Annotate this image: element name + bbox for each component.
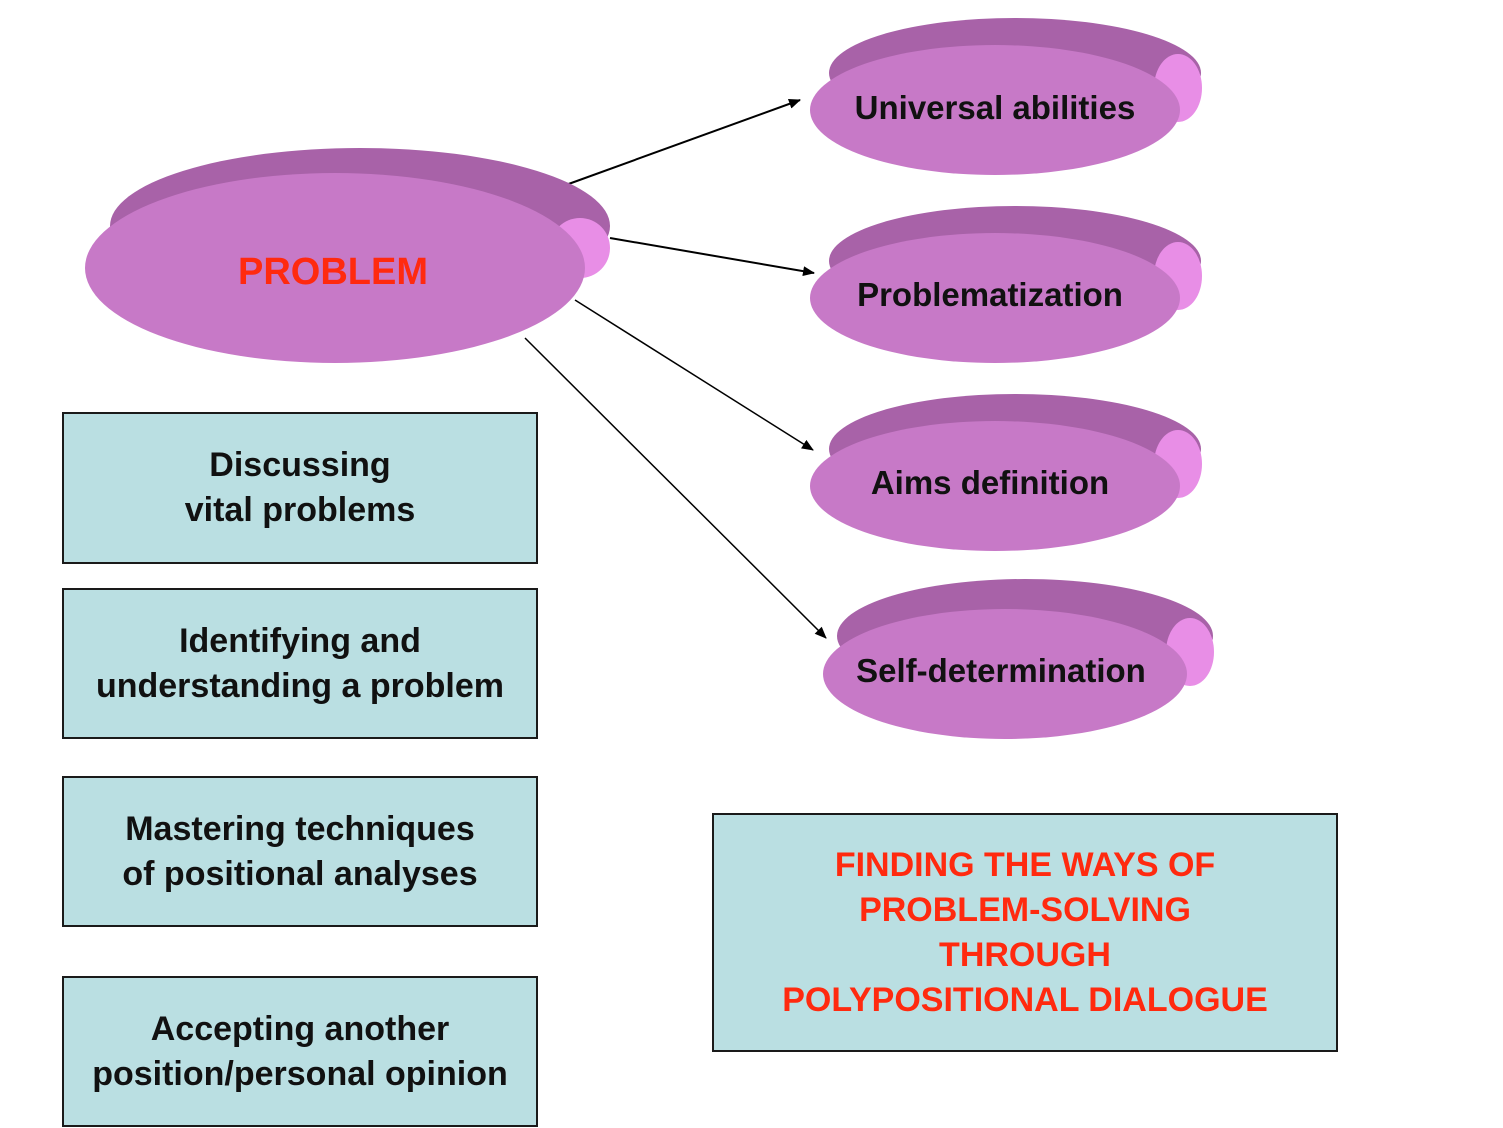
activity-box-discussing: Discussing vital problems xyxy=(62,412,538,564)
activity-line: vital problems xyxy=(184,491,416,529)
outcome-disk-self-determination: Self-determination xyxy=(823,579,1214,739)
arrow-to-universal-abilities xyxy=(562,99,801,187)
activity-line: Discussing xyxy=(209,446,391,484)
goal-line: THROUGH xyxy=(939,935,1111,974)
problem-disk: PROBLEM xyxy=(85,148,610,363)
activity-box-identifying: Identifying and understanding a problem xyxy=(62,588,538,739)
activity-line: position/personal opinion xyxy=(92,1054,508,1093)
activity-line: Mastering techniques xyxy=(125,809,475,848)
arrow-to-self-determination xyxy=(524,337,827,639)
outcome-label-self-determination: Self-determination xyxy=(856,652,1146,689)
goal-line: FINDING THE WAYS OF xyxy=(834,845,1216,884)
activity-line: Identifying and xyxy=(179,621,421,660)
goal-line: PROBLEM-SOLVING xyxy=(859,890,1191,929)
activity-box-accepting: Accepting another position/personal opin… xyxy=(62,976,538,1127)
outcome-disk-problematization: Problematization xyxy=(810,206,1202,363)
arrow-to-aims-definition xyxy=(574,299,814,451)
activity-box-mastering: Mastering techniques of positional analy… xyxy=(62,776,538,927)
outcome-label-universal-abilities: Universal abilities xyxy=(855,89,1136,126)
outcome-label-problematization: Problematization xyxy=(857,276,1123,313)
goal-line: POLYPOSITIONAL DIALOGUE xyxy=(782,980,1268,1019)
outcome-label-aims-definition: Aims definition xyxy=(871,464,1109,501)
goal-box: FINDING THE WAYS OF PROBLEM-SOLVING THRO… xyxy=(712,813,1338,1052)
outcome-disk-aims-definition: Aims definition xyxy=(810,394,1202,551)
activity-line: understanding a problem xyxy=(95,666,505,705)
outcome-disk-universal-abilities: Universal abilities xyxy=(810,18,1202,175)
activity-line: Accepting another xyxy=(150,1009,450,1048)
activity-line: of positional analyses xyxy=(122,854,478,893)
problem-label: PROBLEM xyxy=(238,251,428,293)
arrow-to-problematization xyxy=(609,237,815,277)
